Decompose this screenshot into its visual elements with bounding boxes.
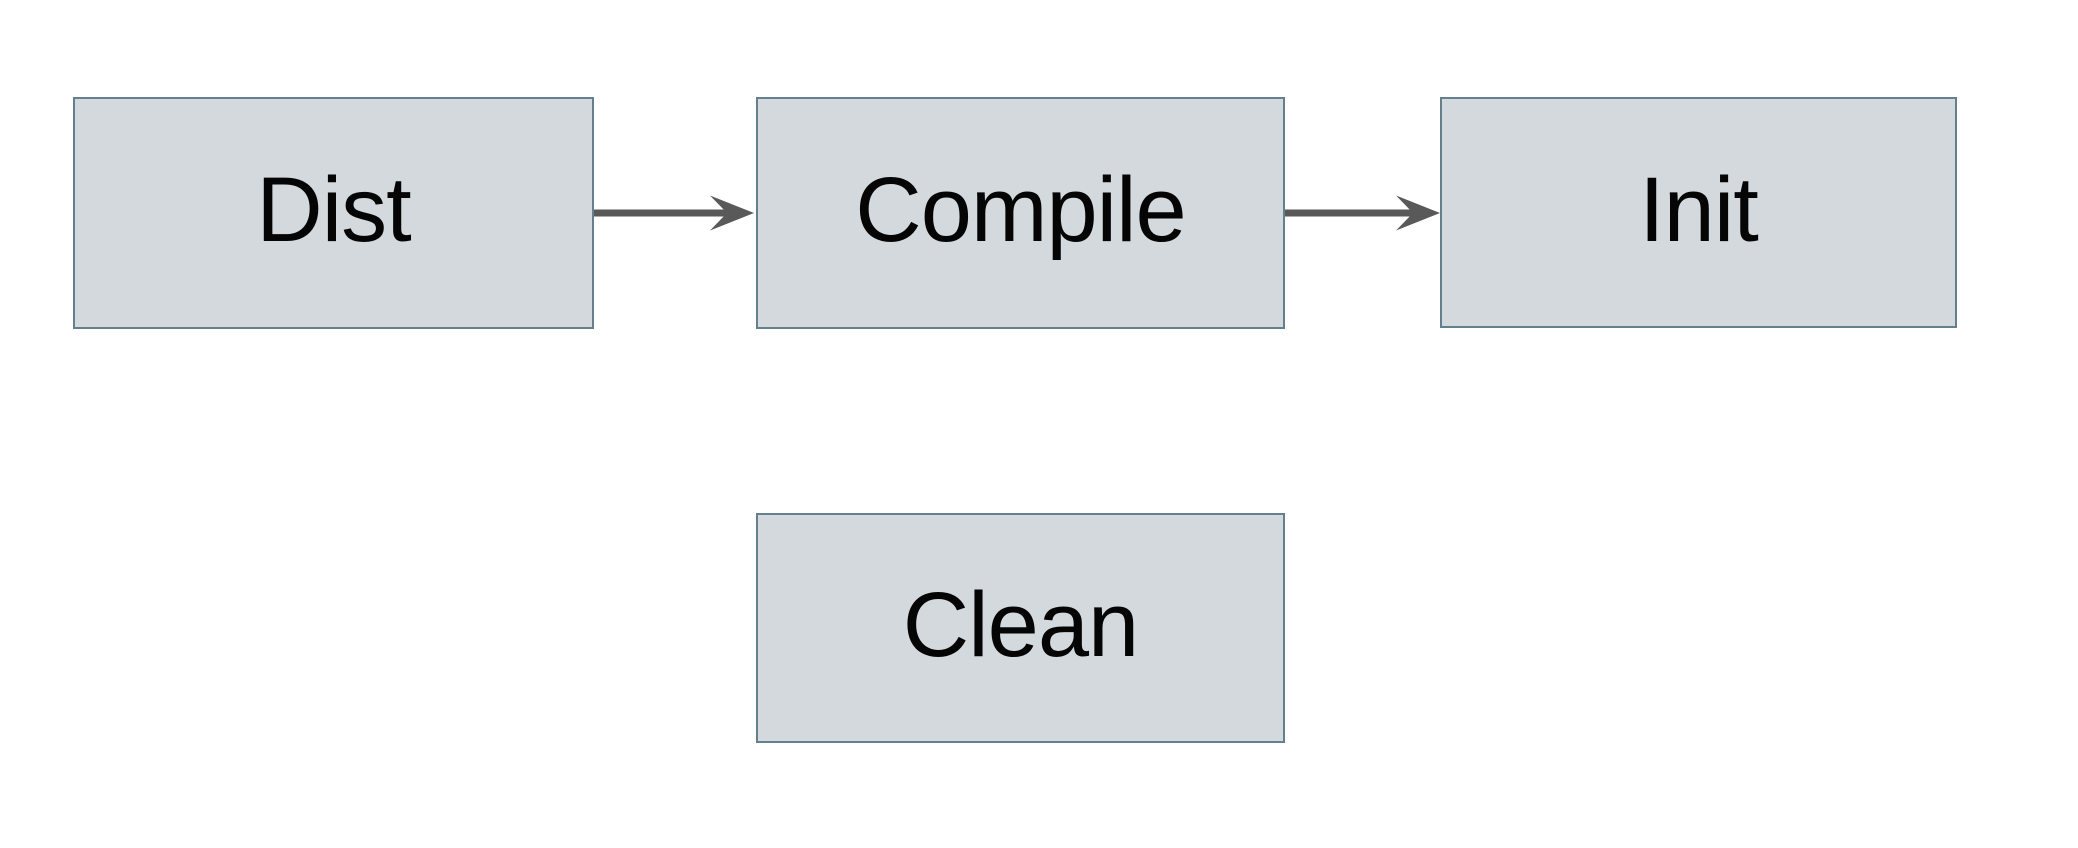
node-dist: Dist [73, 97, 594, 329]
connector-compile-to-init [1285, 195, 1440, 231]
node-compile: Compile [756, 97, 1285, 329]
node-clean: Clean [756, 513, 1285, 743]
arrowhead-icon [710, 195, 754, 231]
node-compile-label: Compile [855, 159, 1186, 261]
node-dist-label: Dist [256, 159, 411, 261]
node-init: Init [1440, 97, 1957, 328]
arrowhead-icon [1396, 195, 1440, 231]
node-init-label: Init [1639, 158, 1759, 261]
connector-dist-to-compile [594, 195, 754, 231]
node-clean-label: Clean [902, 574, 1139, 676]
